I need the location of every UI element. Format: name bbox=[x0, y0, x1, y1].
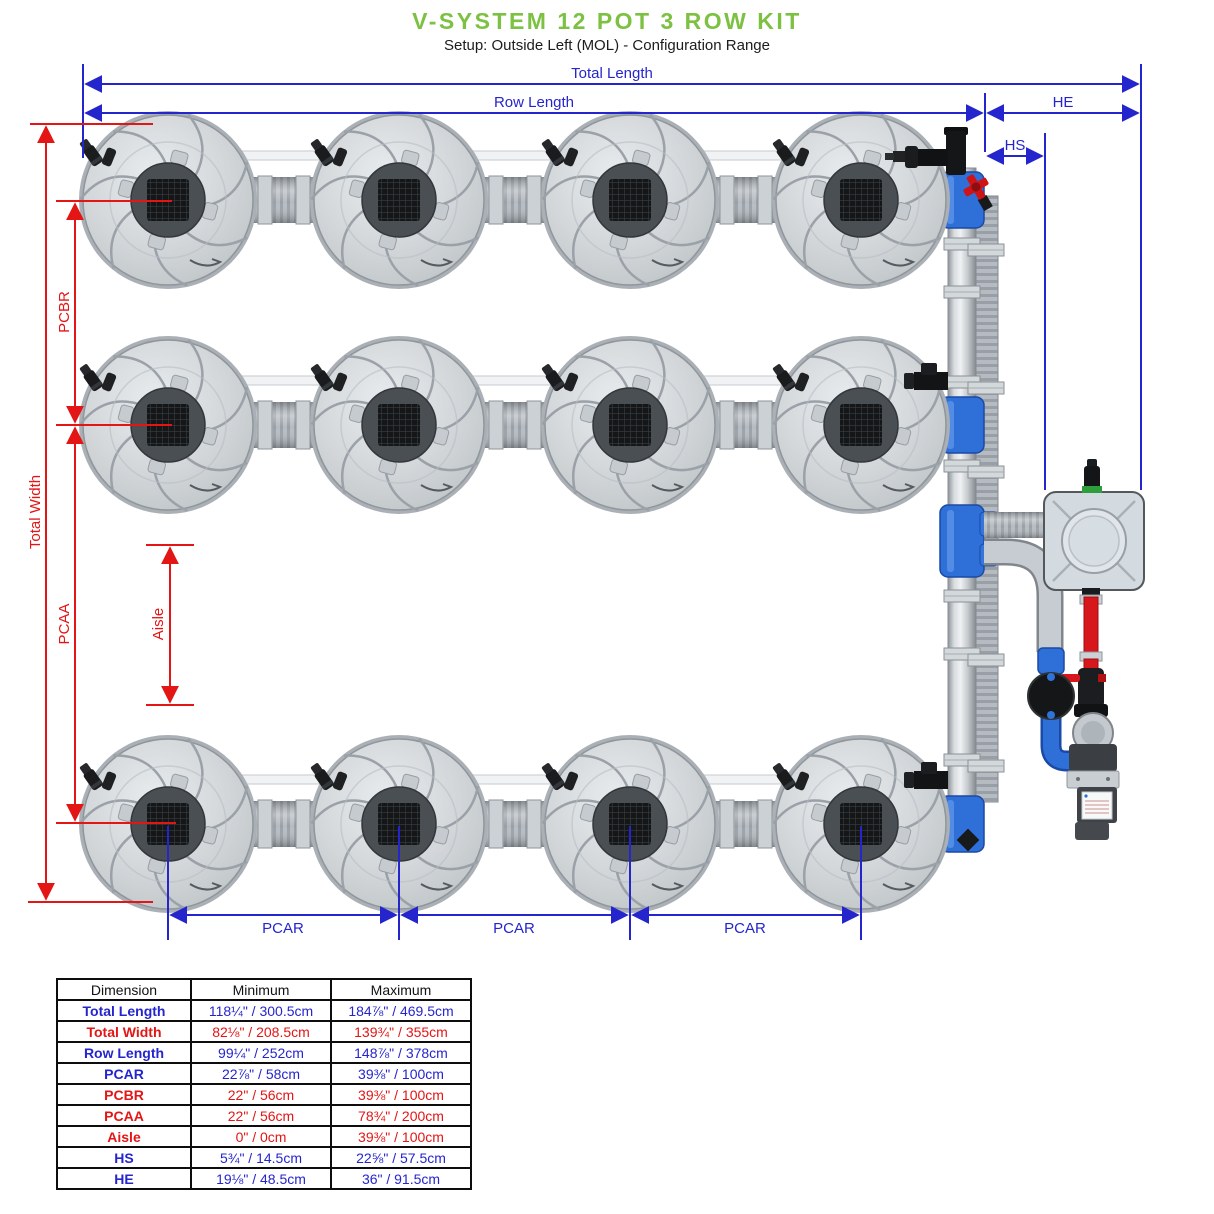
row-max: 39⅜" / 100cm bbox=[330, 1062, 472, 1085]
row-min: 99¼" / 252cm bbox=[190, 1041, 332, 1064]
pcaa-label: PCAA bbox=[56, 604, 73, 645]
row-label: PCAR bbox=[56, 1062, 192, 1085]
filter-chain bbox=[1027, 647, 1088, 772]
row-min: 0" / 0cm bbox=[190, 1125, 332, 1148]
total-width-label: Total Width bbox=[27, 475, 44, 549]
pot-8 bbox=[770, 334, 952, 516]
row-min: 5¾" / 14.5cm bbox=[190, 1146, 332, 1169]
pcbr-label: PCBR bbox=[56, 291, 73, 333]
table-row: PCBR 22" / 56cm 39⅜" / 100cm bbox=[56, 1083, 472, 1106]
row-label: HS bbox=[56, 1146, 192, 1169]
table-row: PCAA 22" / 56cm 78¾" / 200cm bbox=[56, 1104, 472, 1127]
row-label: PCAA bbox=[56, 1104, 192, 1127]
system-diagram: Total Length Row Length HE HS PCAR PCAR … bbox=[27, 64, 1145, 940]
row-max: 139¾" / 355cm bbox=[330, 1020, 472, 1043]
header-minimum: Minimum bbox=[190, 978, 332, 1001]
header-dimension: Dimension bbox=[56, 978, 192, 1001]
row-min: 82⅛" / 208.5cm bbox=[190, 1020, 332, 1043]
row-label: Total Length bbox=[56, 999, 192, 1022]
row-max: 36" / 91.5cm bbox=[330, 1167, 472, 1190]
row-length-label: Row Length bbox=[494, 94, 574, 111]
row-max: 184⅞" / 469.5cm bbox=[330, 999, 472, 1022]
reservoir-tank bbox=[1043, 459, 1145, 597]
row-label: Total Width bbox=[56, 1020, 192, 1043]
tank-outlet bbox=[1082, 588, 1100, 597]
row-max: 78¾" / 200cm bbox=[330, 1104, 472, 1127]
he-label: HE bbox=[1053, 94, 1074, 111]
pot-3 bbox=[539, 109, 721, 291]
row-min: 118¼" / 300.5cm bbox=[190, 999, 332, 1022]
dimension-table: Dimension Minimum Maximum Total Length 1… bbox=[56, 978, 472, 1190]
table-row: HE 19⅛" / 48.5cm 36" / 91.5cm bbox=[56, 1167, 472, 1190]
table-row: HS 5¾" / 14.5cm 22⅝" / 57.5cm bbox=[56, 1146, 472, 1169]
page-subtitle: Setup: Outside Left (MOL) - Configuratio… bbox=[443, 37, 770, 54]
pipe-collars bbox=[257, 175, 773, 849]
header-maximum: Maximum bbox=[330, 978, 472, 1001]
pot-4 bbox=[770, 109, 952, 291]
table-row: Total Length 118¼" / 300.5cm 184⅞" / 469… bbox=[56, 999, 472, 1022]
row-max: 148⅞" / 378cm bbox=[330, 1041, 472, 1064]
page-title: V-SYSTEM 12 POT 3 ROW KIT bbox=[412, 8, 802, 34]
row-label: PCBR bbox=[56, 1083, 192, 1106]
dimensions-red: Total Width PCBR PCAA Aisle bbox=[27, 123, 194, 903]
ball-valve bbox=[1078, 668, 1104, 708]
header: V-SYSTEM 12 POT 3 ROW KIT Setup: Outside… bbox=[0, 8, 1214, 54]
pcar-label-1: PCAR bbox=[262, 920, 304, 937]
manifold-main-pipe bbox=[947, 167, 977, 809]
pot-6 bbox=[308, 334, 490, 516]
pots bbox=[77, 109, 952, 915]
table-row: Aisle 0" / 0cm 39⅜" / 100cm bbox=[56, 1125, 472, 1148]
row-label: Row Length bbox=[56, 1041, 192, 1064]
total-length-label: Total Length bbox=[571, 65, 653, 82]
tank-cap bbox=[1084, 466, 1100, 490]
pump bbox=[1066, 712, 1120, 840]
table-row: Total Width 82⅛" / 208.5cm 139¾" / 355cm bbox=[56, 1020, 472, 1043]
aisle-label: Aisle bbox=[150, 608, 167, 641]
table-row: Row Length 99¼" / 252cm 148⅞" / 378cm bbox=[56, 1041, 472, 1064]
pcar-label-2: PCAR bbox=[493, 920, 535, 937]
row-label: Aisle bbox=[56, 1125, 192, 1148]
hs-label: HS bbox=[1005, 137, 1026, 154]
row-min: 22" / 56cm bbox=[190, 1104, 332, 1127]
row-min: 22⅞" / 58cm bbox=[190, 1062, 332, 1085]
red-supply-pipe bbox=[1083, 596, 1099, 660]
row-min: 22" / 56cm bbox=[190, 1083, 332, 1106]
pcar-ext-lines bbox=[167, 826, 862, 940]
row-label: HE bbox=[56, 1167, 192, 1190]
red-valve-icon bbox=[963, 174, 993, 212]
pump-bracket bbox=[1066, 770, 1120, 789]
row-min: 19⅛" / 48.5cm bbox=[190, 1167, 332, 1190]
table-row: PCAR 22⅞" / 58cm 39⅜" / 100cm bbox=[56, 1062, 472, 1085]
dimensions-blue: Total Length Row Length HE HS PCAR PCAR … bbox=[82, 64, 1142, 940]
reservoir-assembly bbox=[984, 459, 1145, 840]
pot-2 bbox=[308, 109, 490, 291]
manifold-corrugated-pipe bbox=[975, 195, 999, 803]
manifold bbox=[921, 167, 1005, 853]
table-header-row: Dimension Minimum Maximum bbox=[56, 978, 472, 1001]
pump-base bbox=[1075, 822, 1109, 840]
row-max: 22⅝" / 57.5cm bbox=[330, 1146, 472, 1169]
pcar-label-3: PCAR bbox=[724, 920, 766, 937]
tank-cap-green-band bbox=[1082, 486, 1102, 493]
manifold-top-valve bbox=[885, 127, 993, 212]
pump-body bbox=[1069, 744, 1117, 772]
pot-7 bbox=[539, 334, 721, 516]
row-max: 39⅜" / 100cm bbox=[330, 1083, 472, 1106]
tank-cap-stem bbox=[1087, 459, 1097, 468]
row-max: 39⅜" / 100cm bbox=[330, 1125, 472, 1148]
